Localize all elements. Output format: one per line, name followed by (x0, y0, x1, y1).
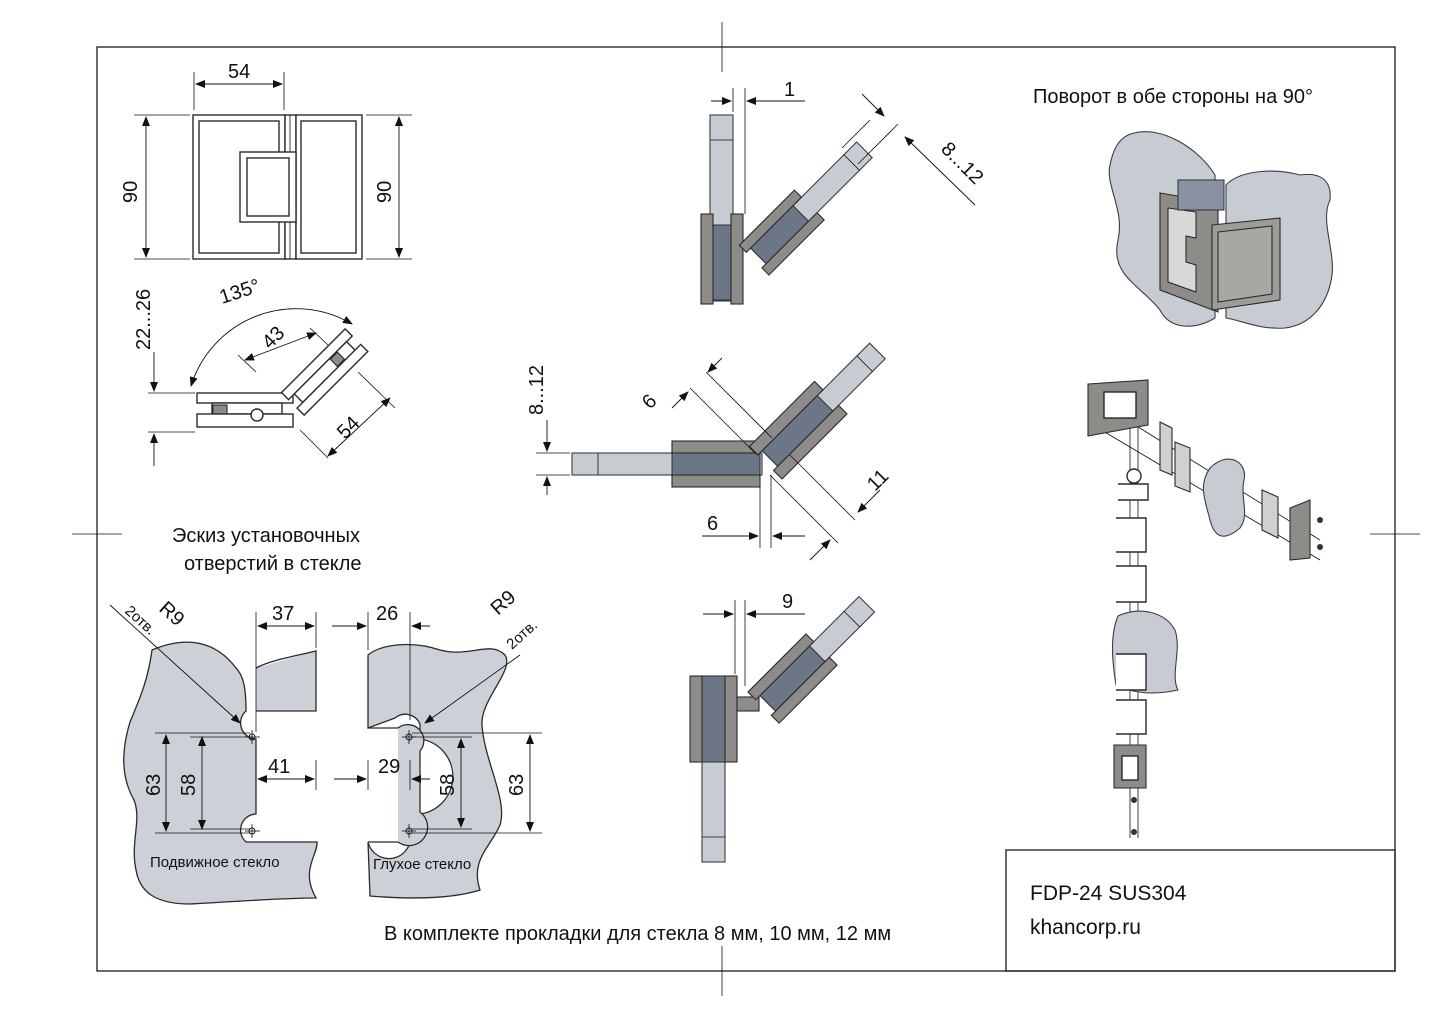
sketch-title-line2: отверстий в стекле (184, 553, 362, 575)
dim-label: 43 (258, 322, 289, 353)
dim-label: 8...12 (526, 365, 548, 415)
title-block: FDP-24 SUS304 khancorp.ru (1005, 849, 1396, 972)
assembly-view-bottom (689, 595, 876, 863)
dim-label: 90 (374, 181, 396, 203)
dim-label: 22...26 (133, 289, 155, 350)
dim-label: 8...12 (936, 138, 987, 189)
rotation-illustration (1108, 131, 1333, 329)
sketch-title: Эскиз установочных отверстий в стекле (172, 525, 362, 575)
dim-label: 58 (437, 774, 459, 796)
sheet-frame (72, 22, 1420, 996)
exploded-view (1087, 379, 1323, 838)
dim-right-height: 90 (366, 114, 412, 260)
model-code: FDP-24 SUS304 (1030, 882, 1187, 905)
dim-top-width: 54 (193, 61, 285, 110)
fixed-glass-sketch: Глухое стекло (367, 643, 508, 899)
fixed-glass-label: Глухое стекло (373, 856, 471, 873)
dim-label: 37 (272, 603, 294, 625)
dim-offset-9: 9 (703, 591, 805, 686)
hinge-front-view (192, 114, 363, 260)
dim-label: 11 (863, 465, 893, 495)
dim-label: 54 (228, 61, 250, 83)
dim-label: 6 (638, 390, 661, 413)
dim-label: 26 (376, 603, 398, 625)
assembly-view-middle (571, 342, 886, 488)
kit-note: В комплекте прокладки для стекла 8 мм, 1… (384, 923, 891, 945)
dim-label: 63 (506, 774, 528, 796)
rotation-caption: Поворот в обе стороны на 90° (1033, 86, 1313, 108)
dim-label: 6 (707, 513, 718, 535)
dim-label: R9 (155, 597, 189, 630)
site-url: khancorp.ru (1030, 916, 1141, 939)
dim-label: 54 (333, 412, 364, 443)
sketch-title-line1: Эскиз установочных (172, 525, 360, 547)
dim-label: 1 (784, 79, 795, 101)
dim-label: 9 (782, 591, 793, 613)
dim-offset-6-b: 6 (702, 475, 805, 548)
dim-label: 58 (178, 774, 200, 796)
dim-glass-8-12-b: 8...12 (526, 365, 570, 495)
movable-glass-sketch: Подвижное стекло (123, 641, 318, 905)
movable-glass-label: Подвижное стекло (150, 854, 280, 871)
dim-label: 41 (268, 756, 290, 778)
dim-left-height: 90 (120, 114, 190, 260)
dim-label: R9 (487, 586, 521, 619)
dim-label: 29 (378, 756, 400, 778)
dim-offset-6-a: 6 (638, 357, 773, 455)
dim-label: 63 (143, 774, 165, 796)
dim-label: 2отв. (503, 617, 541, 653)
assembly-view-top (700, 114, 873, 305)
dim-label: 135° (217, 275, 263, 309)
dim-gap-range: 22...26 (133, 289, 195, 466)
dim-glass-1: 1 (711, 79, 805, 214)
dim-label: 90 (120, 181, 142, 203)
